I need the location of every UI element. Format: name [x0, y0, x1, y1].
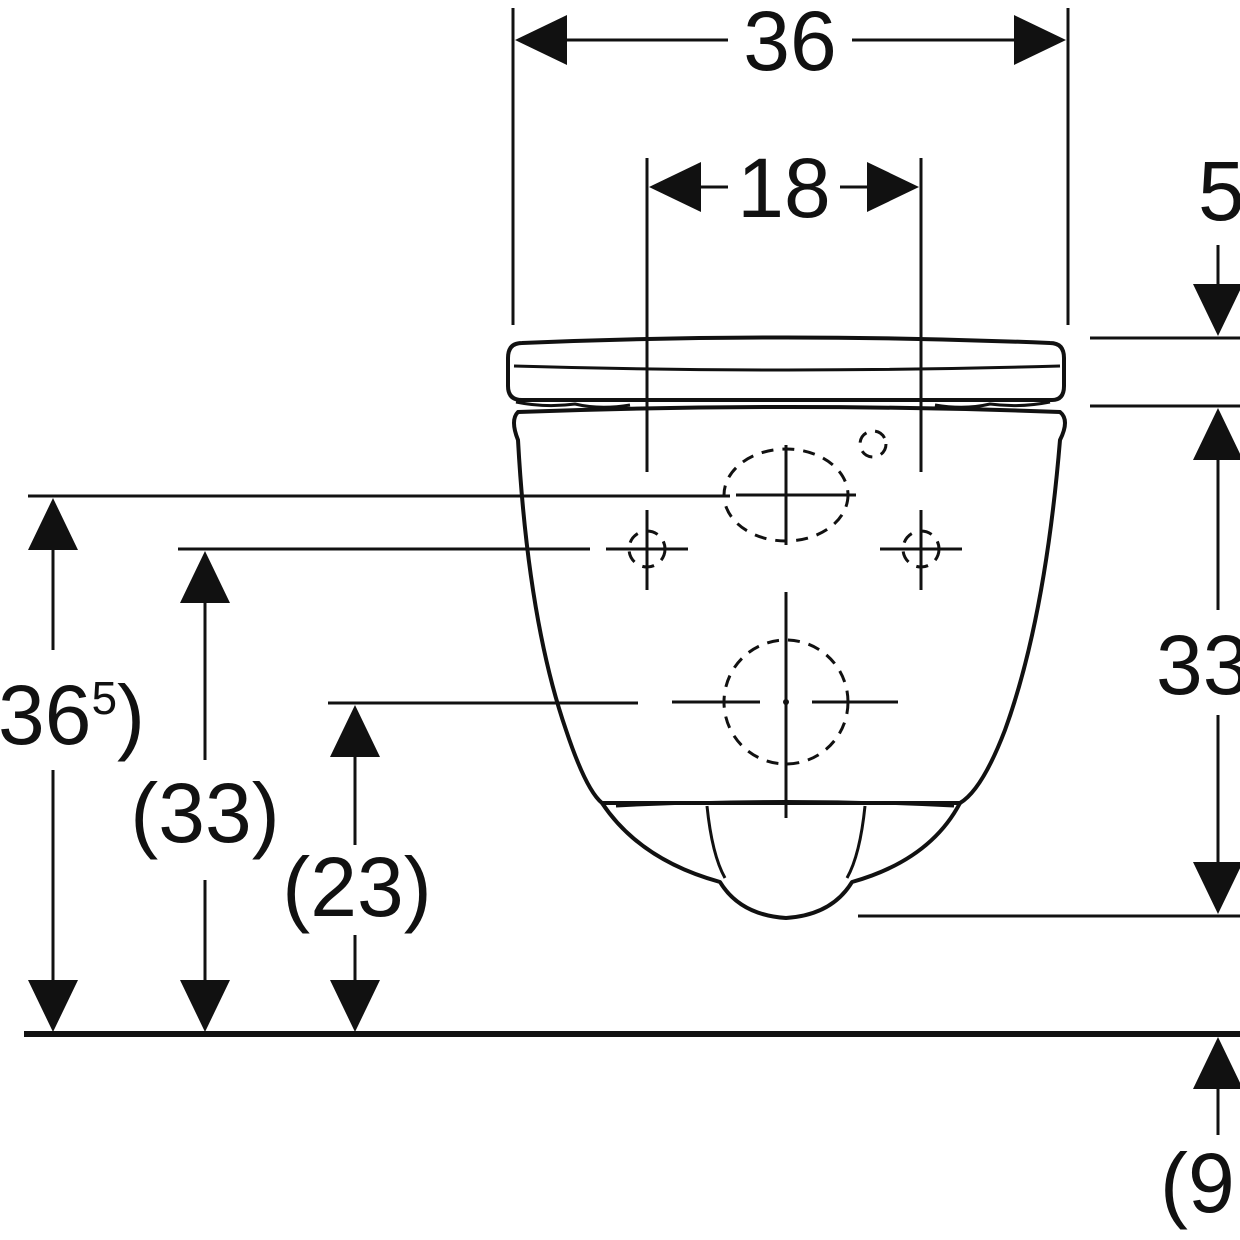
outlet-height-dimension: (23)	[282, 701, 638, 1032]
fixing-spacing-dimension: 18	[645, 141, 923, 472]
seat-lid-outline	[506, 335, 1066, 402]
arrowhead-bottom	[330, 980, 380, 1032]
hidden-connections	[606, 429, 962, 818]
arrowhead-right	[867, 162, 919, 212]
arrowhead-top	[180, 551, 230, 603]
arrowhead-bottom	[1193, 862, 1240, 914]
seat-offset-label: 5	[1198, 144, 1240, 238]
arrowhead-top	[28, 498, 78, 550]
bowl-rim	[600, 801, 962, 920]
arrowhead-bottom	[28, 980, 78, 1032]
seat-height-dimension: 33	[858, 408, 1240, 918]
toilet-seat	[506, 335, 1066, 409]
bowl-outline	[512, 405, 1067, 805]
toilet-bowl	[512, 405, 1067, 920]
seat-offset-dimension: 5	[1090, 144, 1240, 408]
overall-width-dimension: 36	[511, 0, 1070, 325]
fixing-height-superscript: 5	[91, 672, 117, 724]
arrowhead-top	[330, 705, 380, 757]
overall-width-label: 36	[743, 0, 836, 88]
seat-lid-edge	[513, 364, 1061, 372]
outlet-spigot-left	[705, 805, 727, 879]
fixing-height-label: 365)	[0, 668, 145, 762]
arrowhead-up	[1193, 1037, 1240, 1089]
small-hole-hidden	[858, 429, 888, 459]
bolt-height-label: (33)	[130, 766, 279, 860]
hinge-left	[515, 400, 631, 409]
arrowhead-left	[649, 162, 701, 212]
fixing-height-suffix: )	[117, 668, 145, 762]
arrowhead-top	[1193, 408, 1240, 460]
arrowhead-left	[515, 15, 567, 65]
outlet-spigot-right	[845, 805, 867, 879]
floor-offset-label: (9	[1160, 1136, 1235, 1230]
arrowhead-bottom	[180, 980, 230, 1032]
arrowhead-down	[1193, 284, 1240, 336]
seat-height-label: 33	[1156, 618, 1240, 712]
fixing-height-dimension: 365)	[0, 494, 730, 1032]
floor-offset-dimension: (9	[1160, 1037, 1240, 1230]
fixing-height-base: 36	[0, 668, 91, 762]
arrowhead-right	[1014, 15, 1066, 65]
outlet-center-point	[783, 699, 789, 705]
outlet-height-label: (23)	[282, 840, 431, 934]
hinge-right	[934, 400, 1051, 409]
bolt-height-dimension: (33)	[130, 547, 590, 1032]
fixing-spacing-label: 18	[737, 141, 830, 235]
